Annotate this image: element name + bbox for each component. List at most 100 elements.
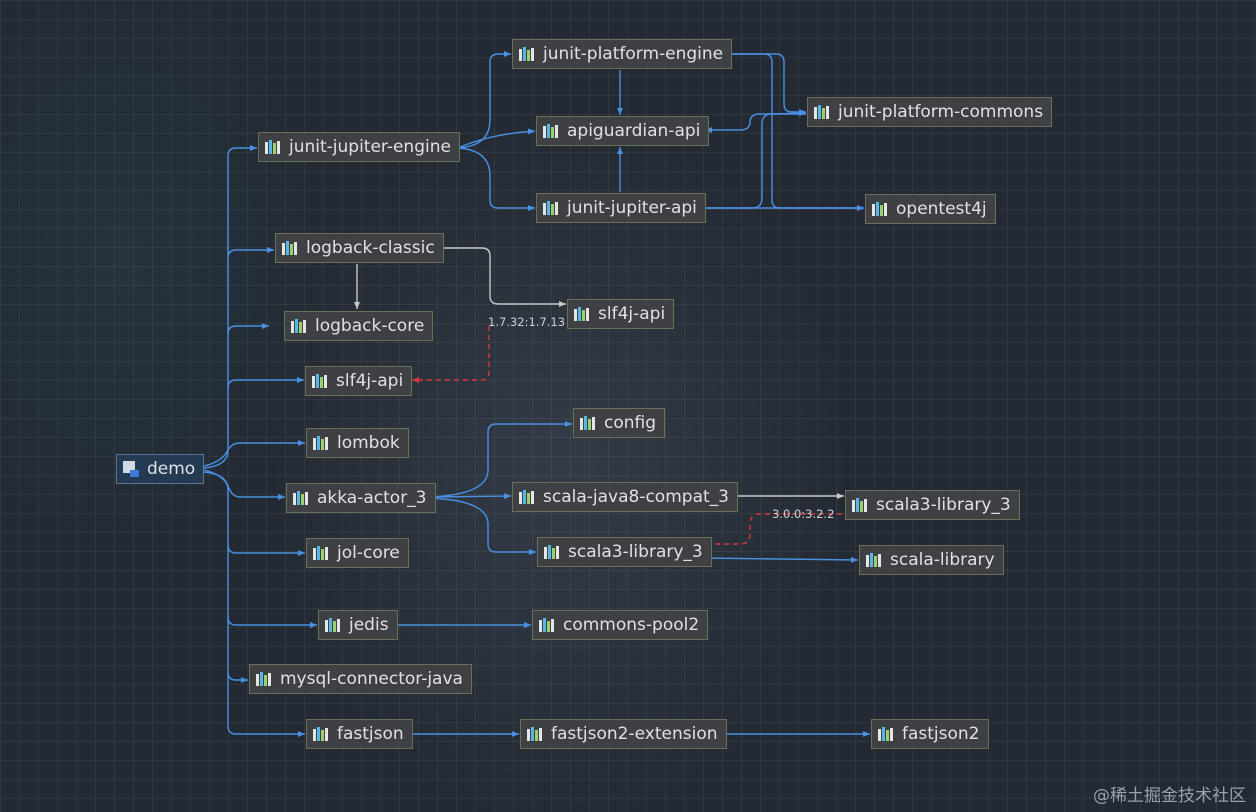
edge-jja-commons <box>704 110 807 209</box>
node-label: fastjson <box>337 724 404 744</box>
node-logback-classic[interactable]: logback-classic <box>275 233 444 263</box>
node-label: commons-pool2 <box>563 615 700 635</box>
node-label: junit-jupiter-engine <box>289 137 451 157</box>
node-label: scala-library <box>890 550 995 570</box>
edge-jje-apiguardian <box>457 128 536 149</box>
library-icon <box>256 672 273 686</box>
node-logback-core[interactable]: logback-core <box>284 311 434 341</box>
node-label: lombok <box>337 433 400 453</box>
edge-demo-fastjson <box>227 672 305 737</box>
library-icon <box>282 241 299 255</box>
node-opentest4j[interactable]: opentest4j <box>865 194 996 224</box>
conflict-edge-scala3 <box>705 513 842 547</box>
node-junit-jupiter-api[interactable]: junit-jupiter-api <box>536 193 706 223</box>
edge-demo-mysql <box>227 617 248 683</box>
node-label: akka-actor_3 <box>317 488 427 508</box>
node-fastjson2[interactable]: fastjson2 <box>871 719 989 749</box>
node-label: logback-classic <box>306 238 435 258</box>
node-fastjson[interactable]: fastjson <box>306 719 413 749</box>
edge-commons-apiguardian <box>705 113 806 133</box>
node-label: config <box>604 413 657 433</box>
watermark: @稀土掘金技术社区 <box>1093 786 1246 806</box>
node-label: junit-platform-commons <box>838 102 1044 122</box>
node-apiguardian-api[interactable]: apiguardian-api <box>536 116 710 146</box>
module-icon <box>123 461 139 477</box>
edge-demo-lombok <box>203 440 305 467</box>
node-scala-library[interactable]: scala-library <box>859 545 1004 575</box>
library-icon <box>580 416 597 430</box>
node-mysql-connector-java[interactable]: mysql-connector-java <box>249 664 472 694</box>
conflict-edge-slf4j <box>412 326 490 383</box>
library-icon <box>313 727 330 741</box>
node-label: demo <box>147 459 196 479</box>
library-icon <box>291 319 308 333</box>
node-label: slf4j-api <box>336 371 404 391</box>
library-icon <box>265 140 282 154</box>
node-commons-pool2[interactable]: commons-pool2 <box>532 610 709 640</box>
node-junit-jupiter-engine[interactable]: junit-jupiter-engine <box>258 132 460 162</box>
node-config[interactable]: config <box>573 408 666 438</box>
node-scala3-library_3-right[interactable]: scala3-library_3 <box>845 490 1020 520</box>
node-label: apiguardian-api <box>567 121 701 141</box>
library-icon <box>539 618 556 632</box>
library-icon <box>519 490 536 504</box>
library-icon <box>872 202 889 216</box>
edge-jje-jpe <box>457 51 511 149</box>
edge-demo-junit-jupiter-engine <box>203 145 257 469</box>
node-jol-core[interactable]: jol-core <box>306 538 409 568</box>
node-label: scala3-library_3 <box>568 542 703 562</box>
library-icon <box>325 618 342 632</box>
edge-demo-logback-core <box>227 323 269 335</box>
node-label: opentest4j <box>896 199 987 219</box>
node-label: logback-core <box>315 316 425 336</box>
library-icon <box>519 47 536 61</box>
node-fastjson2-extension[interactable]: fastjson2-extension <box>520 719 727 749</box>
library-icon <box>527 727 544 741</box>
node-label: jol-core <box>337 543 400 563</box>
library-icon <box>814 105 831 119</box>
edge-jje-jja <box>457 147 535 211</box>
library-icon <box>574 307 591 321</box>
node-akka-actor_3[interactable]: akka-actor_3 <box>286 483 436 513</box>
edge-demo-slf4j-api <box>227 377 304 389</box>
node-label: mysql-connector-java <box>280 669 463 689</box>
edge-demo-logback-classic <box>227 247 274 259</box>
node-label: fastjson2-extension <box>551 724 718 744</box>
library-icon <box>313 436 330 450</box>
edge-akka-scala3 <box>427 497 536 555</box>
node-lombok[interactable]: lombok <box>306 428 409 458</box>
node-label: scala3-library_3 <box>876 495 1011 515</box>
node-slf4j-api-resolved[interactable]: slf4j-api <box>567 299 675 329</box>
edge-logback-classic-slf4j <box>441 247 566 307</box>
node-junit-platform-engine[interactable]: junit-platform-engine <box>512 39 733 69</box>
conflict-label-scala3: 3.0.0:3.2.2 <box>772 507 835 521</box>
library-icon <box>543 124 560 138</box>
conflict-label-slf4j: 1.7.32:1.7.13 <box>488 315 566 329</box>
node-jedis[interactable]: jedis <box>318 610 398 640</box>
library-icon <box>544 545 561 559</box>
node-scala3-library_3[interactable]: scala3-library_3 <box>537 537 712 567</box>
node-label: junit-platform-engine <box>543 44 724 64</box>
node-junit-platform-commons[interactable]: junit-platform-commons <box>807 97 1053 127</box>
node-scala-java8-compat_3[interactable]: scala-java8-compat_3 <box>512 482 738 512</box>
edge-akka-config <box>427 421 572 498</box>
edge-jpe-opentest4j <box>727 53 864 211</box>
library-icon <box>293 491 310 505</box>
node-label: fastjson2 <box>902 724 980 744</box>
node-label: slf4j-api <box>598 304 666 324</box>
library-icon <box>866 553 883 567</box>
library-icon <box>852 498 869 512</box>
node-demo[interactable]: demo <box>116 454 205 484</box>
edge-akka-scala-java8 <box>427 493 512 500</box>
node-label: scala-java8-compat_3 <box>543 487 729 507</box>
library-icon <box>543 201 560 215</box>
library-icon <box>878 727 895 741</box>
edge-jpe-commons <box>727 53 806 115</box>
node-label: jedis <box>349 615 389 635</box>
edge-scala3-scala-library <box>703 556 859 563</box>
node-label: junit-jupiter-api <box>567 198 697 218</box>
library-icon <box>312 374 329 388</box>
node-slf4j-api[interactable]: slf4j-api <box>305 366 413 396</box>
